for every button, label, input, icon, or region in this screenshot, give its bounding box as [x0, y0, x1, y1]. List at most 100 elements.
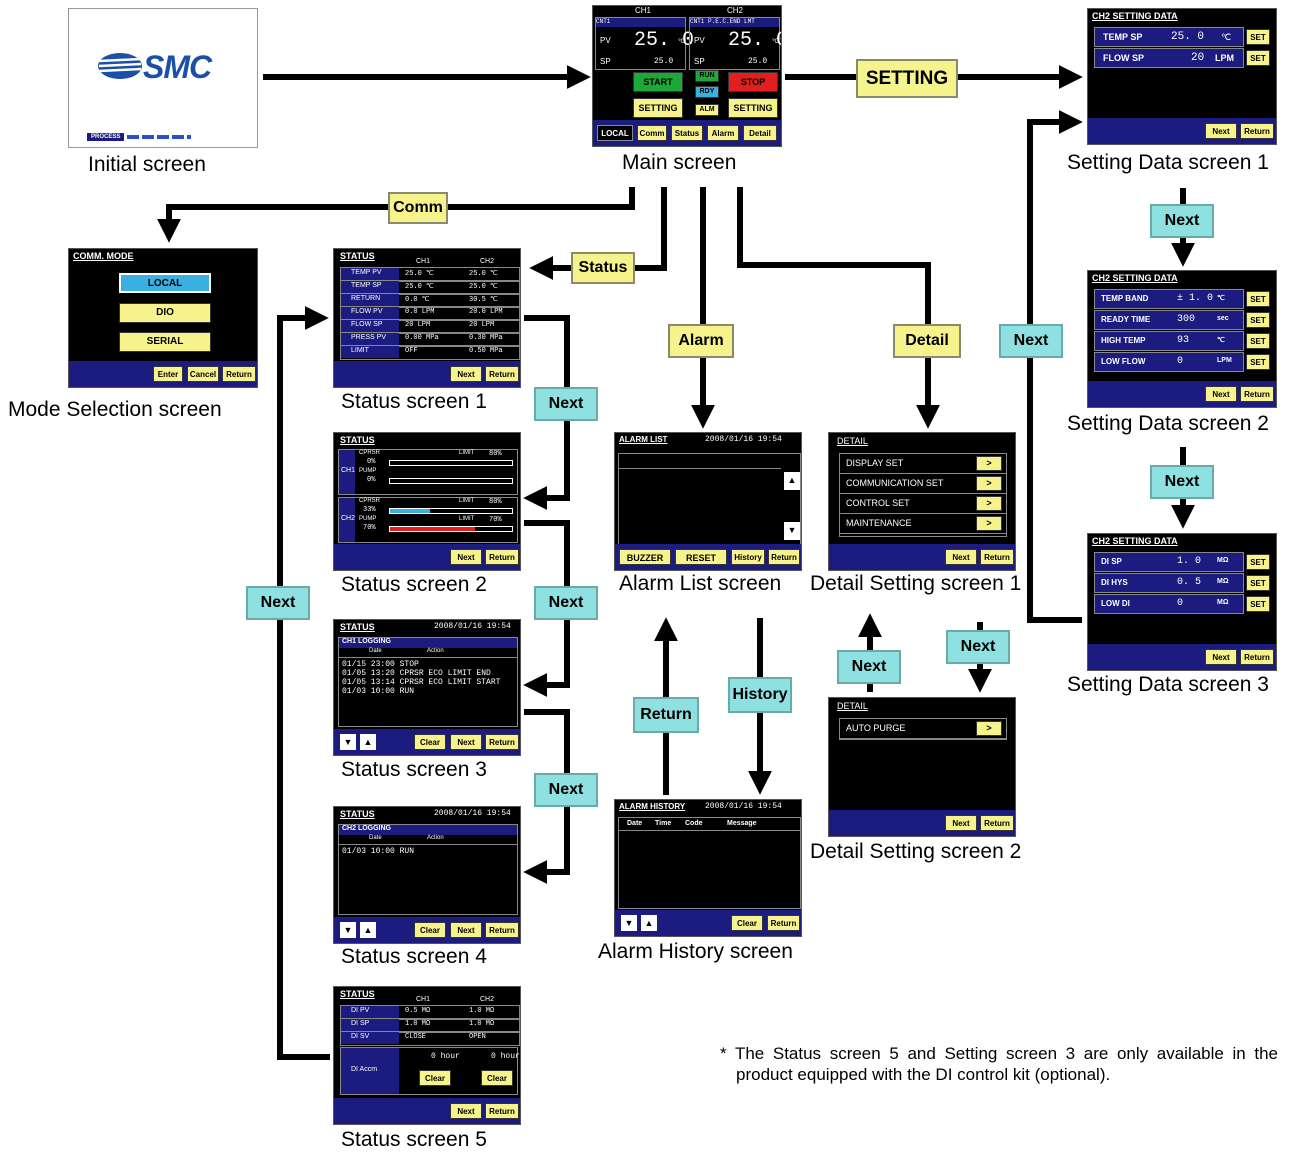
set-button[interactable]: SET [1246, 333, 1270, 349]
ch2-clear-button[interactable]: Clear [481, 1070, 513, 1086]
reset-button[interactable]: RESET [675, 549, 727, 565]
ch1-pump-value: 0% [367, 476, 376, 484]
dio-option[interactable]: DIO [119, 303, 211, 323]
return-button[interactable]: Return [485, 549, 519, 565]
return-button[interactable]: Return [1240, 649, 1274, 665]
chevron-right-icon[interactable]: > [976, 476, 1002, 491]
return-button[interactable]: Return [1240, 386, 1274, 402]
next-button[interactable]: Next [1205, 649, 1237, 665]
next-button[interactable]: Next [450, 734, 482, 750]
scroll-up-icon[interactable]: ▲ [641, 915, 657, 931]
divider [619, 468, 781, 469]
scroll-down-icon[interactable]: ▼ [784, 522, 800, 540]
ch1-clear-button[interactable]: Clear [419, 1070, 451, 1086]
set-button[interactable]: SET [1246, 354, 1270, 370]
caption-status4: Status screen 4 [341, 945, 487, 968]
menu-item-label: CONTROL SET [846, 498, 910, 508]
ch2-value: 30.5 ℃ [469, 296, 498, 304]
return-button[interactable]: Return [485, 734, 519, 750]
next-button[interactable]: Next [450, 922, 482, 938]
ch2-cprsr-bar [389, 508, 513, 514]
flow-label-comm: Comm [388, 192, 448, 224]
row-unit: ℃ [1217, 337, 1225, 344]
next-button[interactable]: Next [450, 1103, 482, 1119]
scroll-up-icon[interactable]: ▲ [360, 734, 376, 750]
stop-button[interactable]: STOP [728, 72, 778, 92]
return-button[interactable]: Return [485, 922, 519, 938]
row-unit: MΩ [1217, 599, 1229, 606]
set-button[interactable]: SET [1246, 596, 1270, 612]
comm-button[interactable]: Comm [637, 125, 667, 141]
scroll-down-icon[interactable]: ▼ [340, 922, 356, 938]
set-button[interactable]: SET [1246, 312, 1270, 328]
alarm-button[interactable]: Alarm [707, 125, 739, 141]
menu-item[interactable]: MAINTENANCE> [840, 514, 1006, 534]
clear-button[interactable]: Clear [731, 915, 763, 931]
scroll-down-icon[interactable]: ▼ [621, 915, 637, 931]
return-button[interactable]: Return [980, 815, 1014, 831]
return-button[interactable]: Return [980, 549, 1014, 565]
detail-setting-screen-2: DETAIL AUTO PURGE> Next Return [828, 697, 1016, 837]
next-button[interactable]: Next [450, 366, 482, 382]
next-button[interactable]: Next [1205, 386, 1237, 402]
menu-item[interactable]: AUTO PURGE> [840, 719, 1006, 739]
start-button[interactable]: START [633, 72, 683, 92]
menu-item[interactable]: COMMUNICATION SET> [840, 474, 1006, 494]
scroll-up-icon[interactable]: ▲ [360, 922, 376, 938]
ch2-load-panel: CH2 CPRSR LIMIT 80% 33% PUMP LIMIT 70% 7… [338, 497, 518, 543]
label-cell [341, 268, 399, 280]
chevron-right-icon[interactable]: > [976, 516, 1002, 531]
ch1-setting-button[interactable]: SETTING [633, 98, 683, 118]
chevron-right-icon[interactable]: > [976, 721, 1002, 736]
cancel-button[interactable]: Cancel [187, 366, 219, 382]
set-button[interactable]: SET [1246, 50, 1270, 66]
return-button[interactable]: Return [767, 915, 800, 931]
pv-label: PV [694, 36, 705, 45]
menu-item[interactable]: DISPLAY SET> [840, 454, 1006, 474]
enter-button[interactable]: Enter [153, 366, 183, 382]
alarm-list-screen: ALARM LIST 2008/01/16 19:54 ▲ ▼ BUZZER R… [614, 432, 802, 571]
history-button[interactable]: History [731, 549, 765, 565]
set-button[interactable]: SET [1246, 29, 1270, 45]
chevron-right-icon[interactable]: > [976, 456, 1002, 471]
return-button[interactable]: Return [485, 366, 519, 382]
status-button[interactable]: Status [671, 125, 703, 141]
row-label: DI SP [351, 1020, 370, 1027]
next-button[interactable]: Next [945, 815, 977, 831]
log-line: 01/03 10:00 RUN [342, 687, 415, 696]
col-ch2: CH2 [480, 258, 495, 265]
ch2-value: 25.0 ℃ [469, 270, 498, 278]
set-button[interactable]: SET [1246, 291, 1270, 307]
chevron-right-icon[interactable]: > [976, 496, 1002, 511]
return-button[interactable]: Return [485, 1103, 519, 1119]
ch2-setting-button[interactable]: SETTING [728, 98, 778, 118]
detail-button[interactable]: Detail [743, 125, 777, 141]
next-button[interactable]: Next [450, 549, 482, 565]
caption-alarm-history: Alarm History screen [598, 940, 793, 963]
return-button[interactable]: Return [768, 549, 800, 565]
return-button[interactable]: Return [222, 366, 256, 382]
ch1-side [339, 450, 355, 494]
pv-label: PV [600, 36, 611, 45]
set-button[interactable]: SET [1246, 575, 1270, 591]
scroll-down-icon[interactable]: ▼ [340, 734, 356, 750]
serial-option[interactable]: SERIAL [119, 332, 211, 352]
row-label: READY TIME [1101, 315, 1151, 324]
return-button[interactable]: Return [1240, 123, 1274, 139]
local-mode-button[interactable]: LOCAL [597, 125, 633, 141]
buzzer-button[interactable]: BUZZER [619, 549, 671, 565]
local-option[interactable]: LOCAL [119, 273, 211, 293]
clear-button[interactable]: Clear [414, 922, 446, 938]
detail1-menu: DISPLAY SET>COMMUNICATION SET>CONTROL SE… [839, 453, 1007, 537]
status2-title: STATUS [340, 435, 375, 445]
clear-button[interactable]: Clear [414, 734, 446, 750]
scroll-up-icon[interactable]: ▲ [784, 472, 800, 490]
next-button[interactable]: Next [1205, 123, 1237, 139]
ch2-log-panel: CH2 LOGGING Date Action 01/03 10:00 RUN [338, 824, 518, 915]
set-button[interactable]: SET [1246, 554, 1270, 570]
next-button[interactable]: Next [945, 549, 977, 565]
menu-item[interactable]: CONTROL SET > [840, 494, 1006, 514]
